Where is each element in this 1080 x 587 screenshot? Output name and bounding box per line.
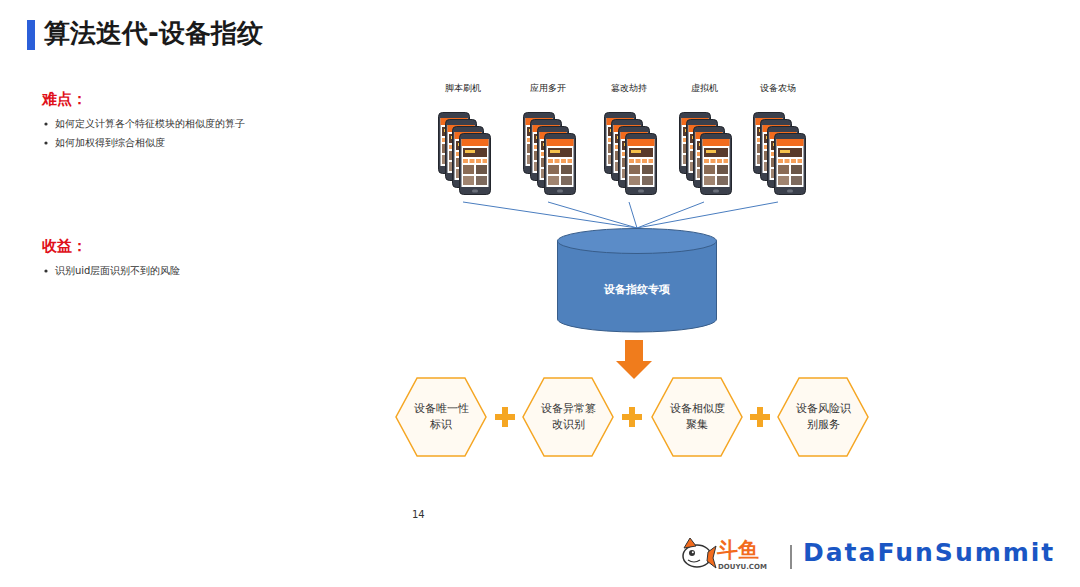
node-text: 设备相似度聚集 — [669, 401, 725, 433]
node-text: 设备指纹专项 — [604, 282, 670, 297]
device-group: 设备农场 — [747, 80, 809, 202]
device-group: 脚本刷机 — [432, 80, 494, 202]
cylinder-top — [558, 229, 717, 254]
hexagon-outline — [778, 378, 868, 456]
hexagon-outline — [523, 378, 613, 456]
fish-logo — [683, 538, 716, 568]
page-number: 14 — [412, 509, 425, 520]
cylinder-body — [558, 241, 717, 332]
section-heading: 收益： — [42, 237, 87, 256]
bullet-text: 如何定义计算各个特征模块的相似度的算子 — [55, 117, 245, 131]
slide-title: 算法迭代-设备指纹 — [44, 16, 263, 51]
hexagon-outline — [396, 378, 486, 456]
bullet-text: 识别uid层面识别不到的风险 — [55, 264, 180, 278]
phone-stack — [524, 113, 576, 195]
plus-sign — [622, 407, 642, 427]
plus-sign — [495, 407, 515, 427]
phone-stack — [439, 113, 491, 195]
hexagon-box: 设备异常篡改识别 — [522, 377, 614, 457]
hexagon-outline — [652, 378, 742, 456]
bullet-dot — [44, 269, 47, 272]
device-group: 应用多开 — [517, 80, 579, 202]
down-arrow — [616, 340, 652, 379]
plus-sign — [750, 407, 770, 427]
hexagon-box: 设备风险识别服务 — [777, 377, 869, 457]
hexagon-shape — [777, 377, 869, 457]
connector-line — [629, 202, 637, 228]
bullet-dot — [44, 141, 47, 144]
phone-stack — [680, 113, 732, 195]
group-label: 脚本刷机 — [445, 82, 481, 95]
connector-line — [548, 202, 637, 228]
section-heading: 难点： — [42, 90, 87, 109]
group-label: 设备农场 — [760, 82, 796, 95]
connector-line — [637, 202, 704, 228]
hexagon-box: 设备唯一性标识 — [395, 377, 487, 457]
title-bar — [27, 20, 35, 50]
phone-stack — [754, 113, 806, 195]
node-text: 设备唯一性标识 — [413, 401, 469, 433]
bullet-dot — [44, 122, 47, 125]
database-cylinder: 设备指纹专项 — [557, 228, 717, 332]
node-text: 设备异常篡改识别 — [540, 401, 596, 433]
group-label: 篡改劫持 — [611, 82, 647, 95]
logo-subtext: DOUYU.COM — [718, 563, 767, 571]
hexagon-shape — [395, 377, 487, 457]
group-label: 应用多开 — [530, 82, 566, 95]
device-group: 虚拟机 — [673, 80, 735, 202]
phone-stack — [605, 113, 657, 195]
group-label: 虚拟机 — [691, 82, 718, 95]
node-text: 设备风险识别服务 — [795, 401, 851, 433]
hexagon-shape — [522, 377, 614, 457]
hexagon-box: 设备相似度聚集 — [651, 377, 743, 457]
connector-line — [463, 202, 637, 228]
connector-line — [637, 202, 778, 228]
logo-text: 斗鱼 — [717, 536, 759, 564]
bullet-text: 如何加权得到综合相似度 — [55, 136, 165, 150]
hexagon-shape — [651, 377, 743, 457]
separator — [790, 545, 792, 569]
device-group: 篡改劫持 — [598, 80, 660, 202]
cylinder-shape — [557, 228, 717, 332]
brand-text: DataFunSummit — [803, 538, 1055, 567]
